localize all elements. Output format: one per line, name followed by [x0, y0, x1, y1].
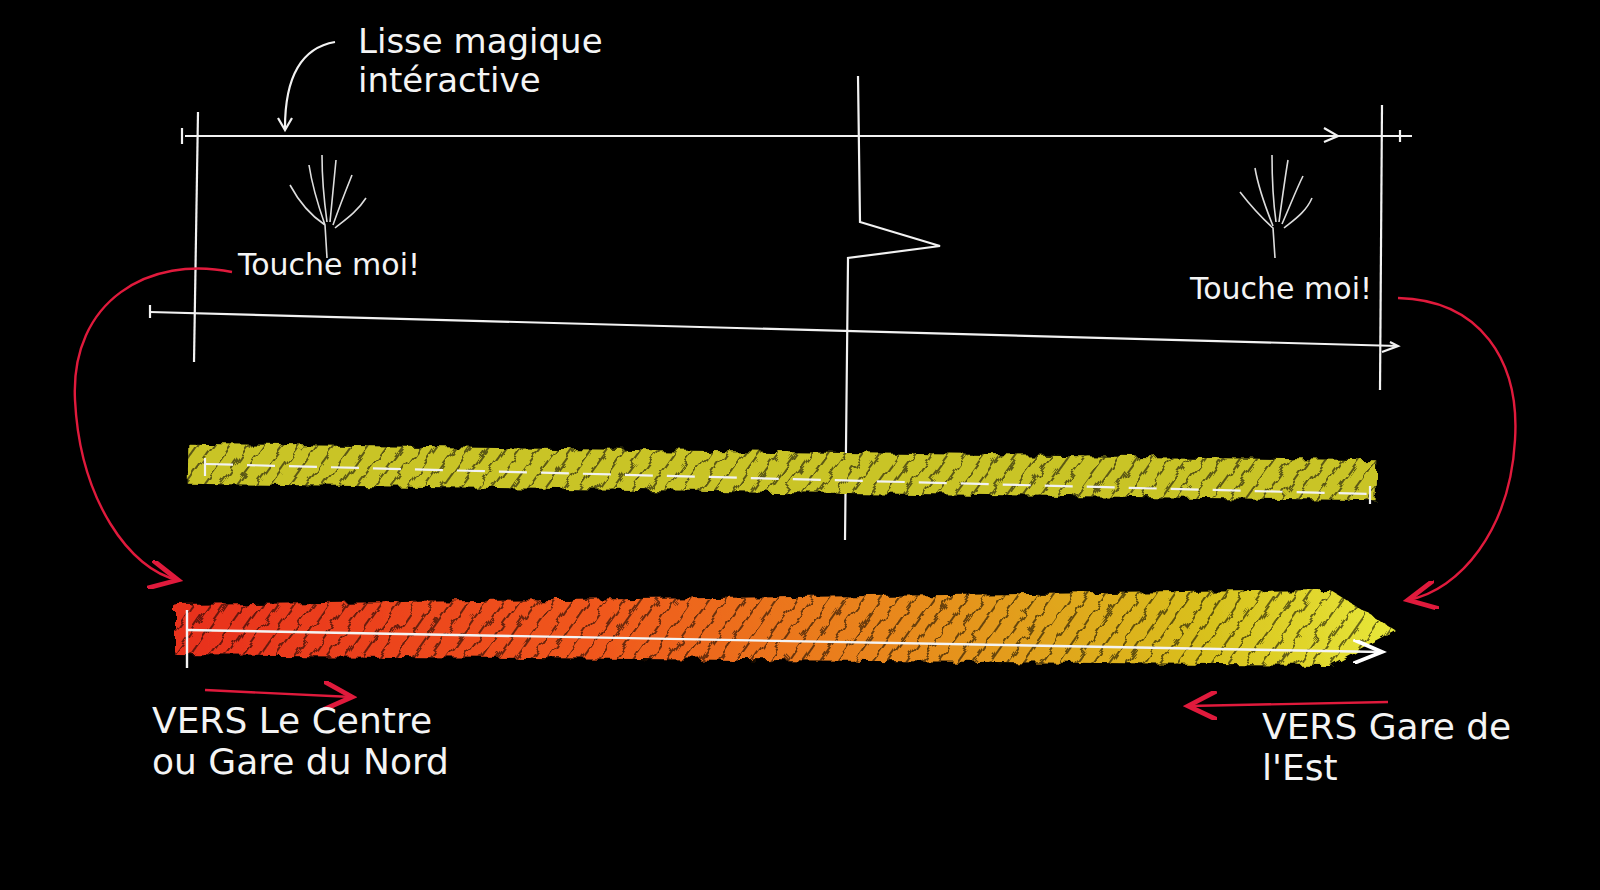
- handwritten-label: Touche moi!: [1190, 272, 1450, 307]
- hand-icon: [290, 155, 1312, 258]
- handwritten-label: Touche moi!: [238, 248, 498, 283]
- handwritten-label: Lisse magique intéractive: [358, 22, 688, 100]
- gradient-axis: [187, 610, 1382, 668]
- red-arrow: [75, 268, 1516, 706]
- handwritten-label: VERS Le Centre ou Gare du Nord: [152, 700, 482, 783]
- handwritten-label: VERS Gare de l'Est: [1262, 706, 1582, 789]
- gradient-band: [175, 590, 1395, 665]
- yellow-hatched-band: [188, 444, 1376, 501]
- dashed-axis: [205, 458, 1370, 504]
